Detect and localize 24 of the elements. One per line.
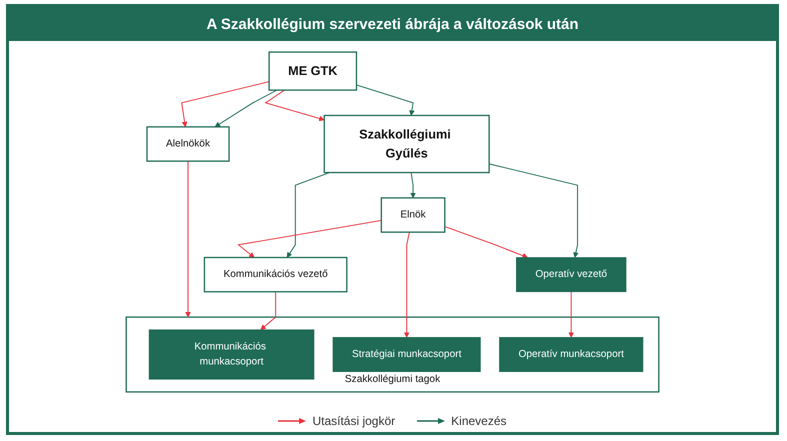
node-box: Operatív vezető	[516, 257, 626, 292]
arrow	[404, 232, 410, 338]
node-box: Kommunikációs munkacsoport	[148, 329, 314, 380]
node-box: Szakkollégiumi Gyűlés	[324, 114, 490, 174]
arrow	[444, 226, 528, 258]
title-banner: A Szakkollégium szervezeti ábrája a változások után	[9, 7, 776, 41]
node-box: Alelnökök	[146, 126, 230, 162]
arrow	[568, 291, 574, 338]
arrow	[356, 84, 415, 116]
legend-label: Kinevezés	[451, 414, 507, 428]
arrow	[488, 163, 579, 258]
node-box: Elnök	[380, 197, 446, 233]
arrow	[264, 90, 325, 122]
arrow	[214, 90, 278, 128]
node-box: ME GTK	[268, 51, 358, 91]
arrow	[237, 220, 382, 258]
arrow	[185, 160, 191, 318]
arrow	[410, 172, 416, 198]
arrow	[181, 81, 270, 128]
node-box: Stratégiai munkacsoport	[332, 337, 481, 372]
arrow	[260, 291, 276, 330]
legend-label: Utasítási jogkör	[312, 414, 396, 428]
node-box: Operatív munkacsoport	[499, 337, 644, 372]
node-box: Kommunikációs vezető	[204, 256, 348, 292]
